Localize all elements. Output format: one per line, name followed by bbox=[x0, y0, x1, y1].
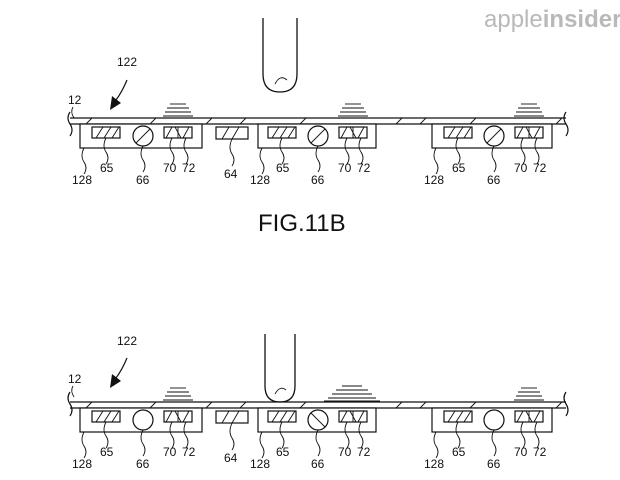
watermark-insider: insider bbox=[543, 6, 620, 33]
watermark-apple: apple bbox=[484, 6, 543, 33]
figure-caption: FIG.11B bbox=[258, 210, 346, 237]
leader-12-top bbox=[71, 106, 75, 119]
ref-64-top: 64 bbox=[224, 167, 238, 181]
light-rays-unit2-top bbox=[338, 103, 368, 117]
fingernail-top bbox=[274, 77, 288, 85]
ref-65-bottom-2: 65 bbox=[276, 445, 290, 459]
sensor-unit-3-bottom bbox=[431, 407, 553, 433]
leaders-top bbox=[81, 137, 540, 175]
ref-70-top-3: 70 bbox=[514, 161, 528, 175]
panel-top: 122 12 bbox=[67, 18, 569, 187]
ref-66-bottom-3: 66 bbox=[487, 457, 501, 471]
sensor-unit-1-bottom bbox=[79, 407, 203, 433]
ref-70-bottom-1: 70 bbox=[163, 445, 177, 459]
ref-65-top-2: 65 bbox=[276, 161, 290, 175]
ref-66-bottom-1: 66 bbox=[136, 457, 150, 471]
ref-128-bottom-2: 128 bbox=[250, 457, 270, 471]
sensor-64-box-bottom bbox=[215, 410, 249, 424]
ref-65-bottom-3: 65 bbox=[452, 445, 466, 459]
leader-12-bottom bbox=[71, 385, 75, 398]
ref-66-top-2: 66 bbox=[311, 173, 325, 187]
ref-64-bottom: 64 bbox=[224, 451, 238, 465]
ref-72-bottom-2: 72 bbox=[357, 445, 371, 459]
finger-bottom bbox=[264, 334, 296, 403]
cover-hatch-bottom bbox=[85, 401, 563, 409]
arrow-122-shaft-top bbox=[115, 79, 128, 101]
ref-70-bottom-3: 70 bbox=[514, 445, 528, 459]
ref-72-top-3: 72 bbox=[533, 161, 547, 175]
ref-128-top-2: 128 bbox=[250, 173, 270, 187]
panel-bottom: 122 12 bbox=[67, 334, 569, 471]
ref-128-top-1: 128 bbox=[72, 173, 92, 187]
light-rays-unit3-top bbox=[514, 103, 544, 117]
finger-top bbox=[262, 18, 298, 93]
ref-72-bottom-3: 72 bbox=[533, 445, 547, 459]
sensor-unit-3-top bbox=[431, 123, 553, 149]
ref-70-top-1: 70 bbox=[163, 161, 177, 175]
leaders-bottom bbox=[81, 421, 540, 459]
sensor-64-box-top bbox=[215, 126, 249, 140]
break-right-bottom bbox=[563, 391, 569, 417]
ref-72-bottom-1: 72 bbox=[182, 445, 196, 459]
break-left-bottom bbox=[67, 391, 73, 417]
ref-12-bottom: 12 bbox=[68, 372, 82, 386]
ref-65-top-3: 65 bbox=[452, 161, 466, 175]
light-rays-unit1-top bbox=[163, 103, 193, 117]
ref-70-bottom-2: 70 bbox=[338, 445, 352, 459]
fingernail-bottom bbox=[274, 387, 287, 395]
arrow-122-head-top bbox=[110, 96, 121, 110]
arrow-122-head-bottom bbox=[110, 374, 121, 388]
ref-70-top-2: 70 bbox=[338, 161, 352, 175]
ref-72-top-1: 72 bbox=[182, 161, 196, 175]
ref-65-top-1: 65 bbox=[100, 161, 114, 175]
ref-128-bottom-3: 128 bbox=[424, 457, 444, 471]
ref-128-top-3: 128 bbox=[424, 173, 444, 187]
ref-65-bottom-1: 65 bbox=[100, 445, 114, 459]
sensor-unit-2-bottom bbox=[257, 407, 377, 433]
ref-66-top-3: 66 bbox=[487, 173, 501, 187]
ref-122-bottom: 122 bbox=[117, 334, 137, 348]
sensor-unit-2-top bbox=[257, 123, 377, 149]
light-rays-unit1-bottom bbox=[163, 387, 193, 401]
ref-66-bottom-2: 66 bbox=[311, 457, 325, 471]
ref-122-top: 122 bbox=[117, 55, 137, 69]
ref-12-top: 12 bbox=[68, 93, 82, 107]
cover-hatch-top bbox=[85, 117, 563, 125]
light-rays-unit2-bottom bbox=[324, 385, 380, 402]
ref-128-bottom-1: 128 bbox=[72, 457, 92, 471]
arrow-122-shaft-bottom bbox=[115, 357, 128, 379]
ref-72-top-2: 72 bbox=[357, 161, 371, 175]
watermark: appleinsider bbox=[484, 6, 620, 33]
light-rays-unit3-bottom bbox=[514, 387, 544, 401]
ref-66-top-1: 66 bbox=[136, 173, 150, 187]
